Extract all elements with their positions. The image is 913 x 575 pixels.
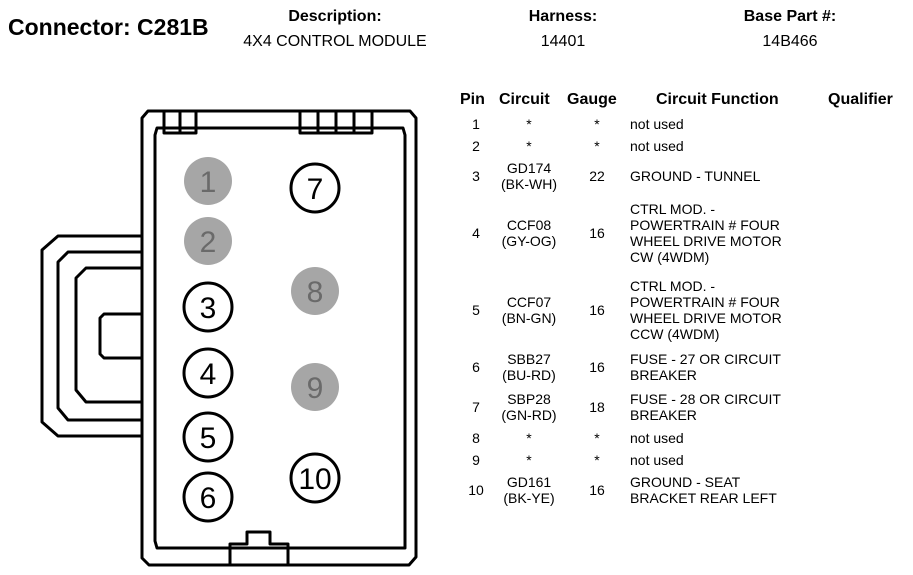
cell-gauge: *	[594, 116, 600, 132]
cell-circuit: GD174(BK-WH)	[501, 160, 557, 192]
cell-pin: 6	[472, 359, 480, 375]
cell-function: not used	[630, 430, 684, 446]
pin-circles: 1 2 3 4 5 6 7 8 9 10	[182, 157, 341, 523]
col-header-function: Circuit Function	[656, 91, 779, 108]
cell-function: GROUND - TUNNEL	[630, 168, 761, 184]
base-part-label: Base Part #:	[743, 8, 837, 25]
pin-circle	[182, 347, 234, 399]
connector-housing	[40, 109, 418, 567]
table-row: 2 * * not used	[0, 136, 913, 156]
col-header-circuit: Circuit	[499, 91, 550, 108]
connector-pin-1: 1	[184, 157, 232, 205]
cell-circuit: SBB27(BU-RD)	[502, 351, 556, 383]
cell-gauge: 16	[589, 225, 605, 241]
cell-pin: 2	[472, 138, 480, 154]
connector-title: Connector: C281B	[8, 14, 209, 40]
cell-gauge: 16	[589, 359, 605, 375]
connector-pin-4: 4	[182, 347, 234, 399]
cell-circuit: *	[526, 452, 532, 468]
cell-gauge: *	[594, 430, 600, 446]
pin-number-label: 9	[307, 372, 324, 405]
cell-function: not used	[630, 116, 684, 132]
connector-pin-9: 9	[291, 363, 339, 411]
pin-number-label: 4	[200, 358, 217, 391]
table-row: 9 * * not used	[0, 450, 913, 470]
pin-circle	[184, 217, 232, 265]
pin-number-label: 2	[200, 226, 217, 259]
harness-label: Harness:	[528, 8, 598, 25]
connector-pin-2: 2	[184, 217, 232, 265]
pin-circle	[289, 452, 341, 504]
pin-circle	[182, 281, 234, 333]
cell-circuit: CCF08(GY-OG)	[501, 217, 557, 249]
base-part-value: 14B466	[762, 33, 818, 50]
cell-gauge: 16	[589, 482, 605, 498]
table-row: 1 * * not used	[0, 114, 913, 134]
pin-number-label: 5	[200, 422, 217, 455]
table-row: 8 * * not used	[0, 428, 913, 448]
harness-value: 14401	[540, 33, 586, 50]
cell-gauge: *	[594, 452, 600, 468]
col-header-gauge: Gauge	[567, 91, 617, 108]
cell-pin: 7	[472, 399, 480, 415]
col-header-qualifier: Qualifier	[828, 91, 893, 108]
cell-gauge: *	[594, 138, 600, 154]
cell-pin: 10	[468, 482, 484, 498]
cell-circuit: *	[526, 430, 532, 446]
cell-circuit: SBP28(GN-RD)	[501, 391, 557, 423]
cell-pin: 9	[472, 452, 480, 468]
cell-gauge: 16	[589, 302, 605, 318]
description-label: Description:	[288, 8, 382, 25]
table-row: 5 CCF07(BN-GN) 16 CTRL MOD. -POWERTRAIN # F…	[0, 276, 913, 344]
pin-number-label: 10	[298, 463, 331, 496]
cell-pin: 3	[472, 168, 480, 184]
table-row: 4 CCF08(GY-OG) 16 CTRL MOD. -POWERTRAIN # F…	[0, 199, 913, 267]
pin-number-label: 1	[200, 166, 217, 199]
pin-circle	[182, 411, 234, 463]
pin-number-label: 3	[200, 292, 217, 325]
cell-circuit: *	[526, 116, 532, 132]
cell-pin: 1	[472, 116, 480, 132]
pin-circle	[291, 267, 339, 315]
col-header-pin: Pin	[460, 91, 485, 108]
connector-pin-6: 6	[182, 471, 234, 523]
connector-pin-10: 10	[289, 452, 341, 504]
connector-pin-5: 5	[182, 411, 234, 463]
cell-circuit: CCF07(BN-GN)	[501, 294, 557, 326]
cell-function: not used	[630, 452, 684, 468]
pin-number-label: 7	[307, 173, 324, 206]
cell-pin: 5	[472, 302, 480, 318]
cell-pin: 4	[472, 225, 480, 241]
pin-circle	[289, 162, 341, 214]
cell-circuit: *	[526, 138, 532, 154]
pin-circle	[184, 157, 232, 205]
connector-pin-7: 7	[289, 162, 341, 214]
connector-pin-3: 3	[182, 281, 234, 333]
pin-circle	[291, 363, 339, 411]
cell-gauge: 18	[589, 399, 605, 415]
table-row: 3 GD174(BK-WH) 22 GROUND - TUNNEL	[0, 158, 913, 194]
description-value: 4X4 CONTROL MODULE	[243, 33, 427, 50]
pin-number-label: 6	[200, 482, 217, 515]
cell-pin: 8	[472, 430, 480, 446]
cell-gauge: 22	[589, 168, 605, 184]
pin-circle	[182, 471, 234, 523]
cell-function: not used	[630, 138, 684, 154]
cell-circuit: GD161(BK-YE)	[503, 474, 555, 506]
pin-number-label: 8	[307, 276, 324, 309]
connector-pin-8: 8	[291, 267, 339, 315]
